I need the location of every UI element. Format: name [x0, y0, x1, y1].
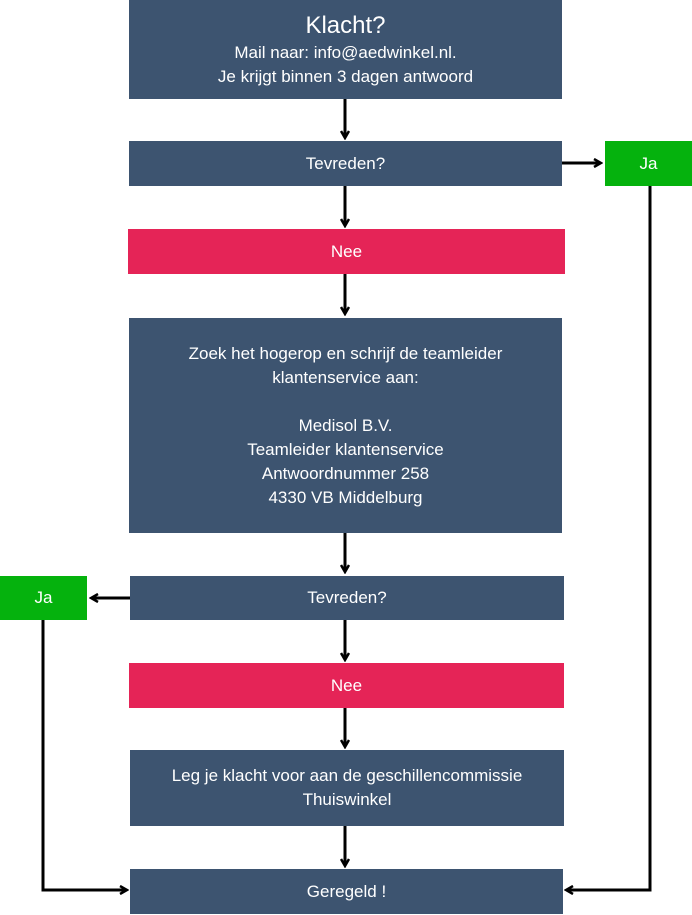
tevreden-label-2: Tevreden? [307, 588, 387, 607]
nee-node-1: Nee [128, 229, 565, 274]
escalate-intro-line-2: klantenservice aan: [272, 367, 419, 387]
tevreden-node-1: Tevreden? [129, 141, 562, 186]
commissie-line-2: Thuiswinkel [302, 790, 392, 809]
start-email-text: Mail naar: info@aedwinkel.nl. [234, 42, 457, 62]
ja-node-2: Ja [0, 576, 87, 620]
start-node: Klacht? Mail naar: info@aedwinkel.nl. Je… [129, 0, 562, 99]
arrow-ja2-to-end [41, 620, 127, 890]
escalate-node: Zoek het hogerop en schrijf de teamleide… [129, 318, 562, 533]
arrow-ja1-to-end [566, 186, 652, 890]
escalate-recipient: Teamleider klantenservice [247, 439, 444, 459]
nee-label-2: Nee [330, 675, 363, 695]
nee-node-2: Nee [129, 663, 564, 708]
ja-node-1: Ja [605, 141, 692, 186]
commissie-node: Leg je klacht voor aan de geschillencomm… [130, 750, 564, 826]
end-label: Geregeld ! [306, 881, 387, 901]
escalate-intro-line-1: Zoek het hogerop en schrijf de teamleide… [188, 343, 503, 363]
start-response-text: Je krijgt binnen 3 dagen antwoord [217, 66, 474, 86]
escalate-company: Medisol B.V. [298, 415, 393, 435]
tevreden-label-1: Tevreden? [305, 153, 386, 173]
commissie-line-1: Leg je klacht voor aan de geschillencomm… [171, 766, 523, 785]
start-title: Klacht? [305, 11, 386, 39]
nee-label-1: Nee [330, 241, 363, 261]
end-node: Geregeld ! [130, 869, 563, 914]
escalate-postbox: Antwoordnummer 258 [261, 463, 430, 483]
tevreden-node-2: Tevreden? [130, 576, 564, 620]
ja-label-1: Ja [639, 153, 658, 173]
ja-label-2: Ja [34, 588, 53, 607]
escalate-city: 4330 VB Middelburg [268, 487, 423, 507]
